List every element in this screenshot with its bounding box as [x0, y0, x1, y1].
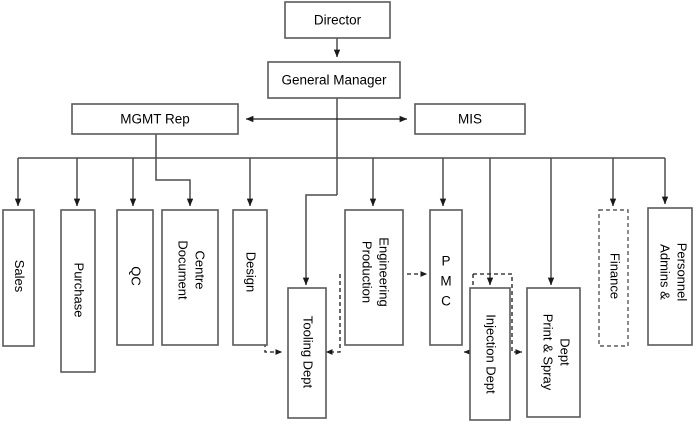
node-injection-dept-label: Injection Dept: [484, 314, 499, 394]
node-director-box[interactable]: [284, 1, 391, 39]
node-director[interactable]: Director: [284, 1, 391, 39]
node-purchase[interactable]: Purchase: [60, 209, 96, 373]
node-mgmt-rep-box[interactable]: [71, 103, 239, 135]
node-qc-box[interactable]: [116, 209, 154, 346]
node-sales[interactable]: Sales: [2, 209, 35, 347]
connector-layer: [14, 38, 669, 355]
node-finance-label: Finance: [608, 253, 623, 299]
edge-injection-dept-print-spray-dept: [473, 273, 523, 355]
edge-production-engineering-tooling-dept: [325, 274, 341, 355]
node-qc-label: QC: [129, 266, 144, 286]
node-admins-personnel-label-line1: Admins &: [658, 244, 673, 300]
node-injection-dept[interactable]: Injection Dept: [469, 287, 511, 421]
node-mis-box[interactable]: [414, 103, 526, 135]
node-admins-personnel-label-line2: Personnel: [675, 243, 690, 302]
node-qc[interactable]: QC: [116, 209, 154, 346]
node-design[interactable]: Design: [232, 209, 268, 346]
node-admins-personnel-box[interactable]: [647, 207, 693, 346]
node-mis-label: MIS: [458, 112, 482, 127]
node-document-centre-label-line2: Centre: [193, 250, 208, 289]
node-document-centre-box[interactable]: [161, 209, 219, 346]
node-general-manager-label: General Manager: [281, 73, 387, 88]
node-design-box[interactable]: [232, 209, 268, 346]
node-finance[interactable]: Finance: [598, 209, 629, 347]
node-design-label: Design: [244, 252, 259, 292]
edge-gm-tooling-dept: [302, 194, 337, 286]
node-mis[interactable]: MIS: [414, 103, 526, 135]
node-document-centre-label-line1: Document: [176, 240, 191, 300]
node-production-engineering-label-line2: Engineering: [377, 237, 392, 306]
node-finance-box[interactable]: [598, 209, 629, 347]
edge-mgmt-rep-document-centre: [155, 134, 194, 207]
node-print-spray-dept-label-line1: Print & Spray: [541, 314, 556, 391]
node-admins-personnel[interactable]: Admins & Personnel: [647, 207, 693, 346]
node-director-label: Director: [314, 13, 362, 28]
node-print-spray-dept-label-line2: Dept: [558, 338, 573, 366]
node-general-manager[interactable]: General Manager: [267, 61, 401, 99]
node-sales-label: Sales: [12, 260, 27, 293]
node-print-spray-dept-box[interactable]: [526, 287, 581, 418]
node-purchase-box[interactable]: [60, 209, 96, 373]
node-production-engineering-label-line1: Production: [360, 241, 375, 303]
node-tooling-dept[interactable]: Tooling Dept: [287, 287, 327, 419]
node-print-spray-dept[interactable]: Print & Spray Dept: [526, 287, 581, 418]
node-pmc-letter-2: M: [440, 274, 451, 289]
node-production-engineering[interactable]: Production Engineering: [344, 209, 404, 346]
node-mgmt-rep[interactable]: MGMT Rep: [71, 103, 239, 135]
node-tooling-dept-label: Tooling Dept: [301, 316, 316, 389]
node-purchase-label: Purchase: [72, 263, 87, 318]
node-injection-dept-box[interactable]: [469, 287, 511, 421]
node-mgmt-rep-label: MGMT Rep: [120, 112, 190, 127]
node-pmc-letter-1: P: [441, 254, 450, 269]
node-layer: Director General Manager MGMT Rep MIS Sa…: [2, 1, 693, 421]
node-general-manager-box[interactable]: [267, 61, 401, 99]
node-pmc[interactable]: P M C: [429, 209, 463, 346]
node-tooling-dept-box[interactable]: [287, 287, 327, 419]
node-production-engineering-box[interactable]: [344, 209, 404, 346]
node-document-centre[interactable]: Document Centre: [161, 209, 219, 346]
node-pmc-letter-3: C: [441, 294, 451, 309]
node-sales-box[interactable]: [2, 209, 35, 347]
node-pmc-box[interactable]: [429, 209, 463, 346]
